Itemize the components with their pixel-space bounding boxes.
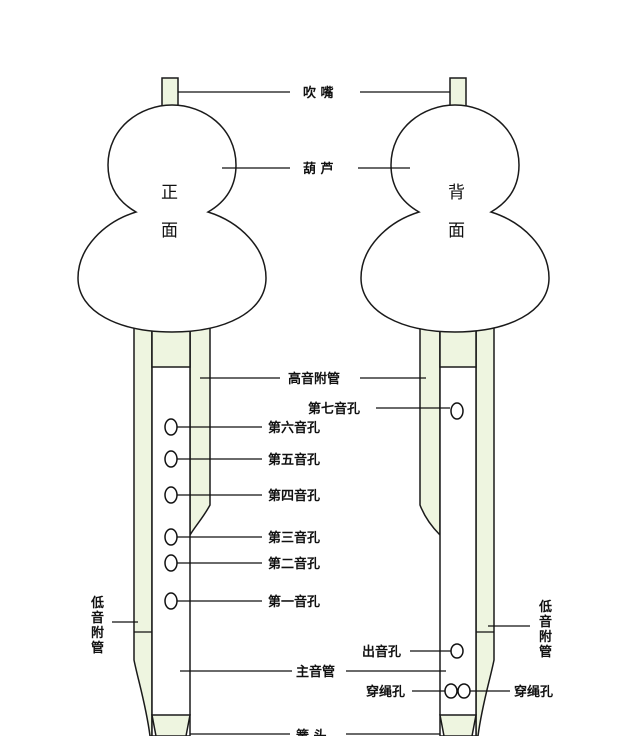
- back-view-label-2: 面: [448, 221, 465, 241]
- front-hole-5: [164, 450, 178, 468]
- front-high-tube: [189, 324, 211, 538]
- label-hole-2: 第二音孔: [268, 556, 320, 572]
- back-high-tube: [419, 324, 441, 537]
- leader-lines: [112, 91, 530, 735]
- front-view: 正 面: [77, 77, 267, 736]
- label-hole-7: 第七音孔: [308, 401, 360, 417]
- label-hole-5: 第五音孔: [268, 452, 320, 468]
- label-reed-head: 簧 头: [296, 728, 327, 736]
- front-view-label-2: 面: [161, 221, 178, 241]
- label-outlet-hole: 出音孔: [362, 644, 401, 660]
- label-hole-6: 第六音孔: [268, 420, 320, 436]
- front-hole-3: [164, 528, 178, 546]
- back-view: 背 面: [360, 77, 550, 736]
- label-mouthpiece: 吹 嘴: [303, 85, 334, 101]
- label-gourd: 葫 芦: [303, 161, 334, 177]
- label-hole-3: 第三音孔: [268, 530, 320, 546]
- label-main-tube: 主音管: [296, 664, 335, 680]
- label-rope-hole-left: 穿绳孔: [366, 684, 405, 700]
- back-rope-hole-right: [457, 683, 471, 699]
- front-hole-6: [164, 418, 178, 436]
- back-rope-hole-left: [444, 683, 458, 699]
- front-low-tube: [133, 324, 153, 736]
- back-gourd: [360, 104, 550, 333]
- label-rope-hole-right: 穿绳孔: [514, 684, 553, 700]
- back-low-tube: [475, 324, 495, 736]
- back-outlet-hole: [450, 643, 464, 659]
- front-hole-2: [164, 554, 178, 572]
- front-gourd: [77, 104, 267, 333]
- front-hole-4: [164, 486, 178, 504]
- label-low-tube-left: 低音附管: [90, 595, 104, 656]
- front-view-label-1: 正: [161, 183, 178, 203]
- label-high-tube: 高音附管: [288, 371, 340, 387]
- label-hole-1: 第一音孔: [268, 594, 320, 610]
- front-hole-1: [164, 592, 178, 610]
- label-low-tube-right: 低音附管: [538, 599, 552, 660]
- back-main-tube: [439, 324, 477, 736]
- label-hole-4: 第四音孔: [268, 488, 320, 504]
- labels: 吹 嘴 葫 芦 高音附管 第七音孔 第六音孔 第五音孔 第四音孔 第三音孔 第二…: [90, 85, 553, 736]
- back-hole-7: [450, 402, 464, 420]
- back-view-label-1: 背: [448, 183, 465, 203]
